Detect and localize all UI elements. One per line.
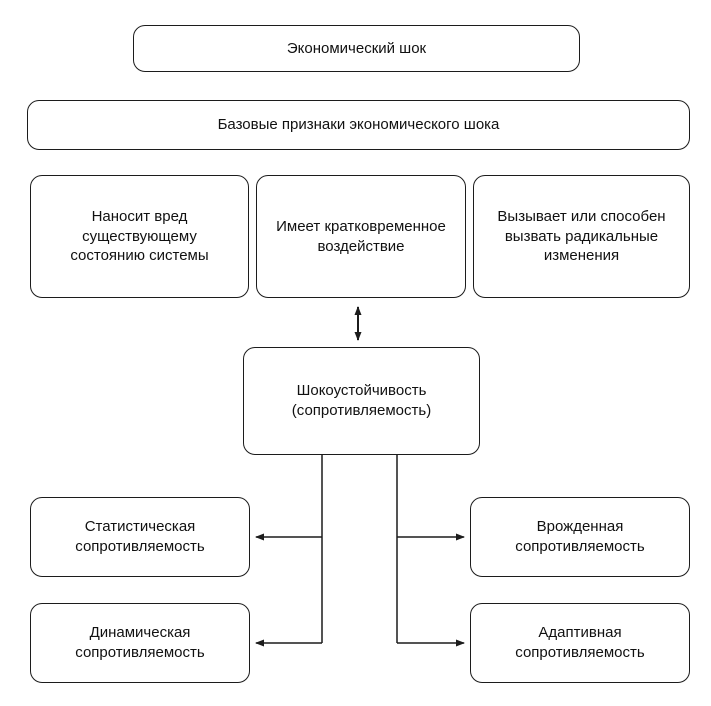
feature-harm-box: Наносит вред существующему состоянию сис… [30, 175, 249, 298]
dynamic-resistance-box: Динамическая сопротивляемость [30, 603, 250, 683]
adaptive-resistance-box: Адаптивная сопротивляемость [470, 603, 690, 683]
shock-resistance-box: Шокоустойчивость (сопротивляемость) [243, 347, 480, 455]
basic-features-box: Базовые признаки экономического шока [27, 100, 690, 150]
static-resistance-box: Статистическая сопротивляемость [30, 497, 250, 577]
economic-shock-box: Экономический шок [133, 25, 580, 72]
feature-radical-changes-box: Вызывает или способен вызвать радикальны… [473, 175, 690, 298]
innate-resistance-box: Врожденная сопротивляемость [470, 497, 690, 577]
feature-short-term-box: Имеет кратковременное воздействие [256, 175, 466, 298]
